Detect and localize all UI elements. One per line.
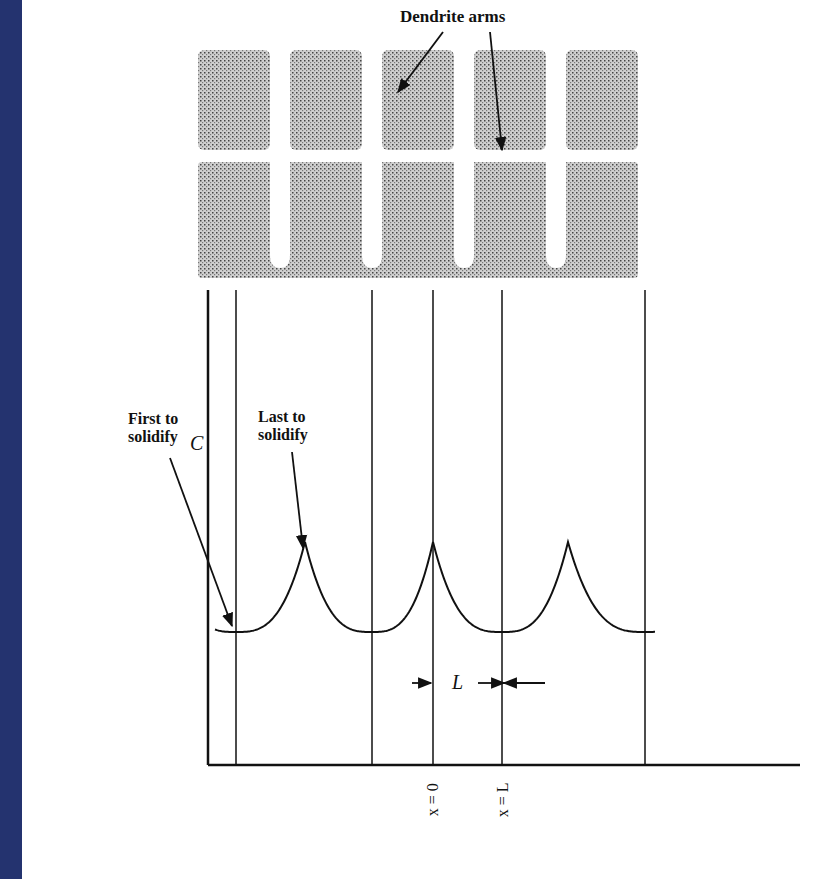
concentration-curve (215, 542, 655, 632)
leader-arrow (292, 452, 303, 548)
dendrite-arm (198, 50, 270, 150)
grid-line (235, 290, 237, 765)
interdendritic-gap (546, 160, 566, 268)
dendrite-arm (290, 50, 362, 150)
dendrite-arm (566, 50, 638, 150)
leader-arrow (398, 32, 443, 92)
grid-line (432, 290, 434, 765)
interdendritic-gap (270, 160, 290, 268)
leader-arrow (412, 682, 431, 684)
grid-line (644, 290, 646, 765)
y-axis (207, 290, 210, 765)
leader-arrow (170, 458, 232, 626)
dendrite-arms-bottom (198, 160, 638, 278)
grid-line (501, 290, 503, 765)
dendrite-arm (474, 50, 546, 150)
callout-label: Dendrite arms (400, 8, 505, 27)
concentration-plot (208, 290, 800, 765)
dimension-label: L (452, 671, 463, 693)
position-label: x = 0 (424, 783, 442, 816)
leader-arrow (478, 682, 504, 684)
axis-label: C (190, 432, 203, 454)
image-ground (22, 0, 834, 879)
interdendritic-gap (362, 160, 382, 268)
leader-arrow (504, 682, 545, 684)
interdendritic-gap (454, 160, 474, 268)
leader-arrows (170, 32, 545, 683)
callout-label: Last to solidify (258, 408, 330, 443)
grid-line (371, 290, 373, 765)
position-label: x = L (493, 783, 511, 818)
leader-arrow (490, 32, 502, 150)
dendrite-trunk (198, 162, 638, 278)
x-axis (208, 764, 800, 767)
